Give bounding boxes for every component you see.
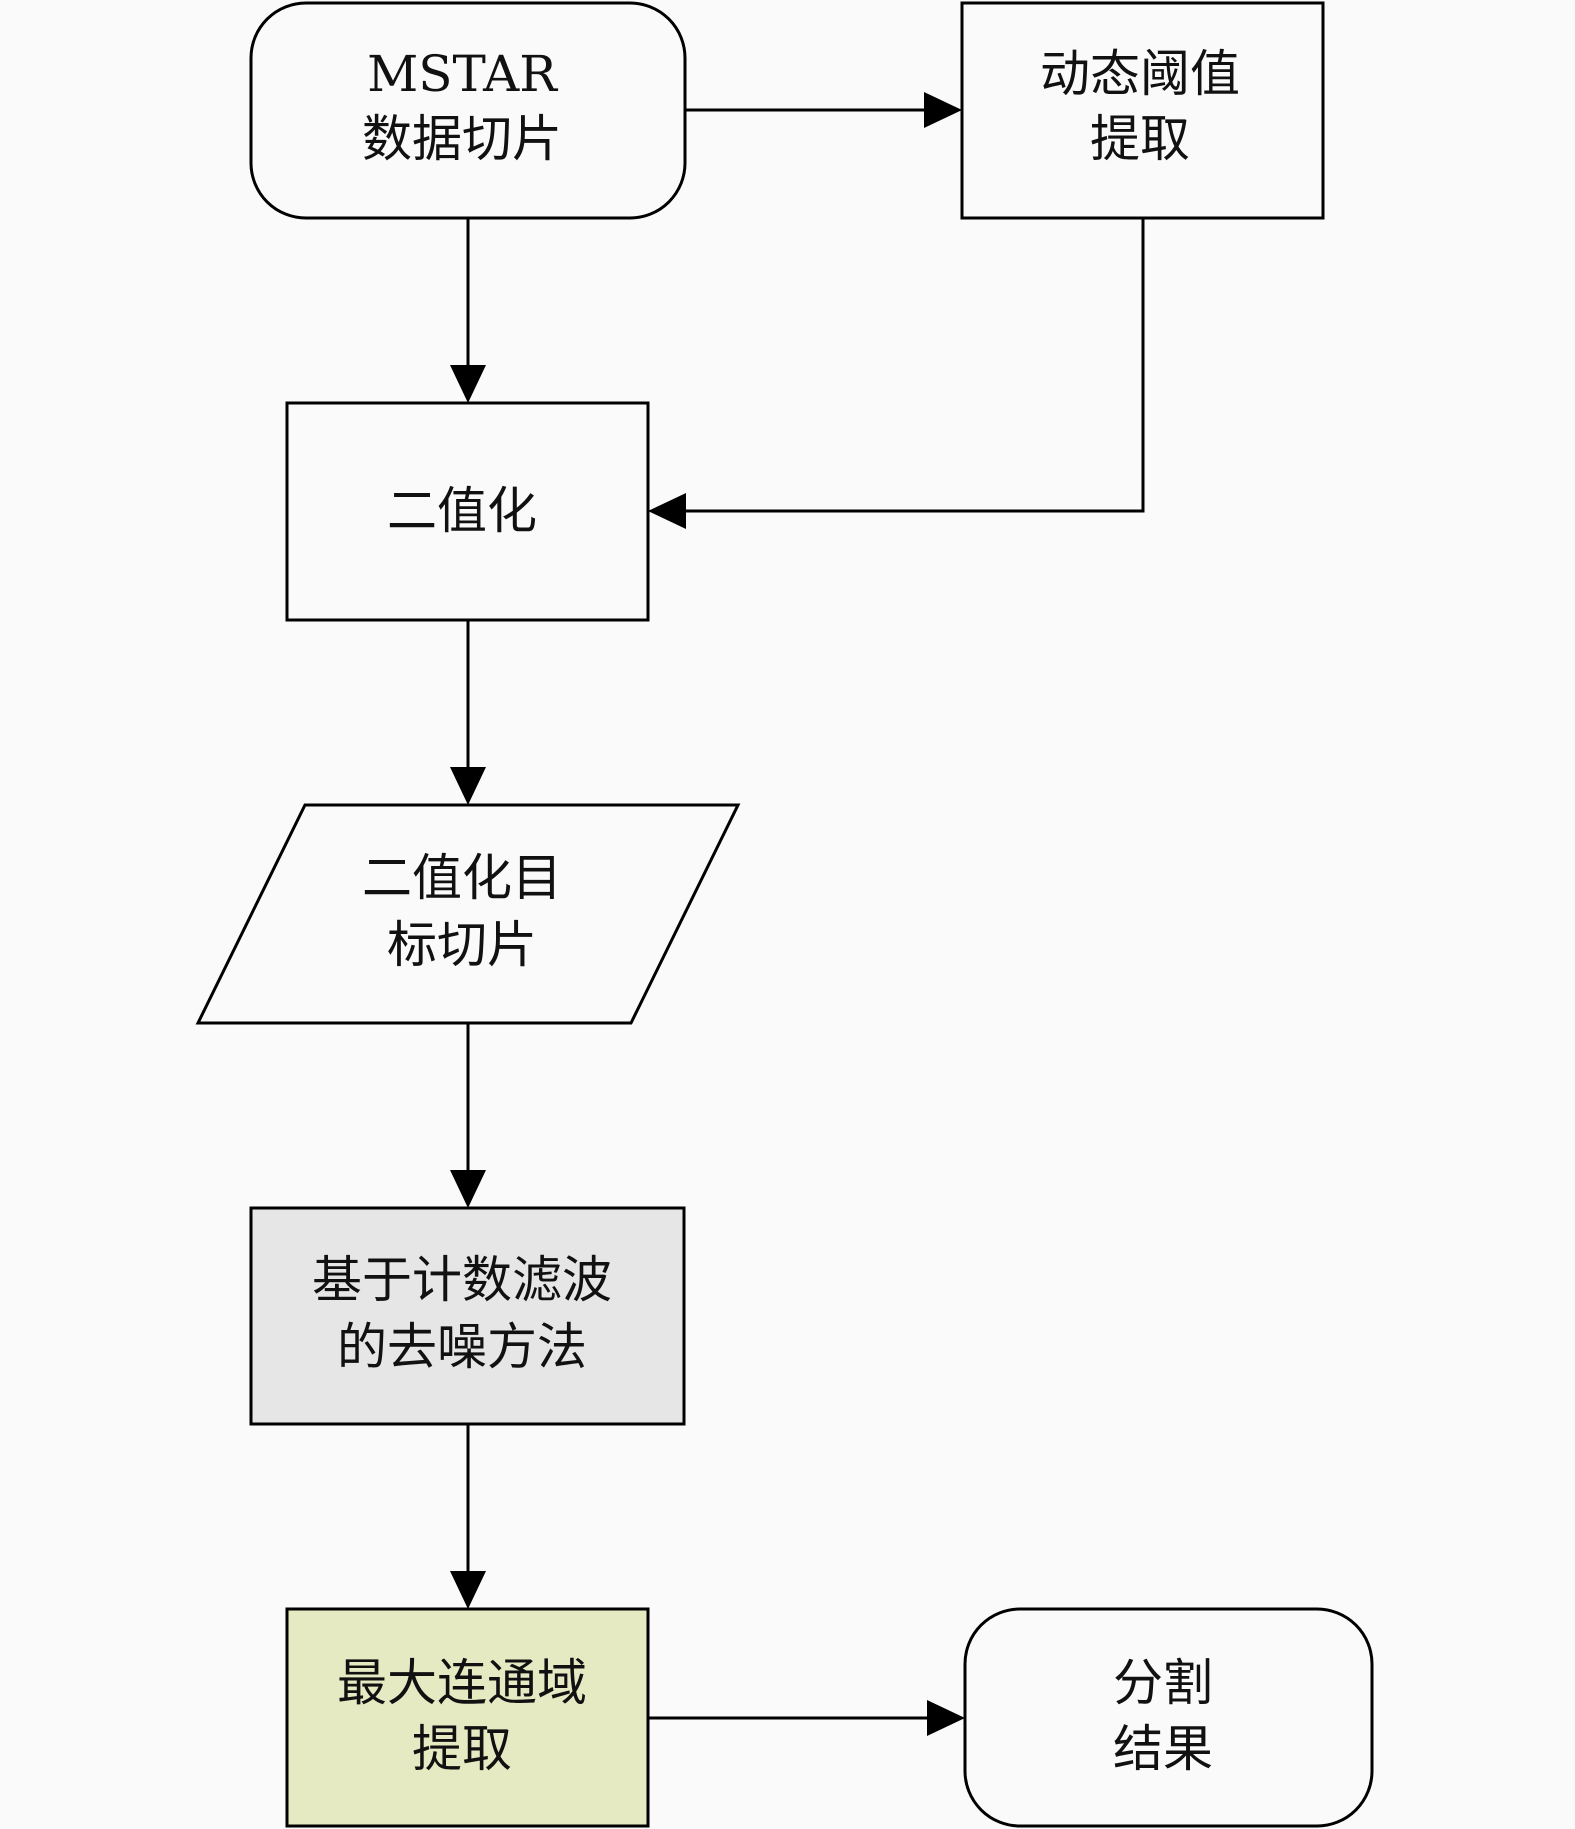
arrowhead-binarize-top	[450, 365, 486, 403]
node-result-label-line2: 结果	[1113, 1720, 1213, 1778]
arrowhead-threshold	[924, 92, 962, 128]
node-binary-slice-shape	[195, 803, 741, 1025]
node-threshold-shape	[960, 1, 1325, 220]
node-dynamic-threshold: 动态阈值 提取	[960, 1, 1325, 220]
arrowhead-max-region	[450, 1571, 486, 1609]
node-segmentation-result: 分割 结果	[963, 1607, 1374, 1828]
node-result-shape	[963, 1607, 1374, 1828]
node-binarize-label: 二值化	[387, 482, 537, 540]
node-binary-slice-label-line2: 标切片	[387, 916, 537, 974]
node-max-region-label-line1: 最大连通域	[337, 1654, 587, 1712]
node-count-filter-denoise: 基于计数滤波 的去噪方法	[249, 1206, 686, 1426]
node-max-connected-region: 最大连通域 提取	[285, 1607, 650, 1828]
arrowhead-binary-slice	[450, 767, 486, 805]
edge-threshold-to-binarize	[682, 218, 1145, 513]
node-denoise-shape	[249, 1206, 686, 1426]
arrowhead-denoise	[450, 1170, 486, 1208]
node-binary-target-slice: 二值化目 标切片	[195, 803, 741, 1025]
arrowhead-result	[927, 1700, 965, 1736]
node-max-region-label-line2: 提取	[412, 1720, 512, 1778]
node-threshold-label-line1: 动态阈值	[1040, 45, 1240, 103]
node-max-region-shape	[285, 1607, 650, 1828]
node-denoise-label-line2: 的去噪方法	[337, 1318, 587, 1376]
node-binarize: 二值化	[285, 401, 650, 622]
node-mstar-label-line1: MSTAR	[367, 45, 558, 103]
edges	[450, 92, 1145, 1736]
node-binary-slice-label-line1: 二值化目	[362, 849, 562, 907]
node-threshold-label-line2: 提取	[1090, 110, 1190, 168]
node-denoise-label-line1: 基于计数滤波	[312, 1251, 612, 1309]
node-mstar-shape	[249, 1, 687, 220]
arrowhead-binarize-right	[648, 493, 686, 529]
node-mstar-label-line2: 数据切片	[362, 110, 562, 168]
node-binarize-shape	[285, 401, 650, 622]
node-result-label-line1: 分割	[1113, 1654, 1213, 1712]
node-mstar-slice: MSTAR 数据切片	[249, 1, 687, 220]
